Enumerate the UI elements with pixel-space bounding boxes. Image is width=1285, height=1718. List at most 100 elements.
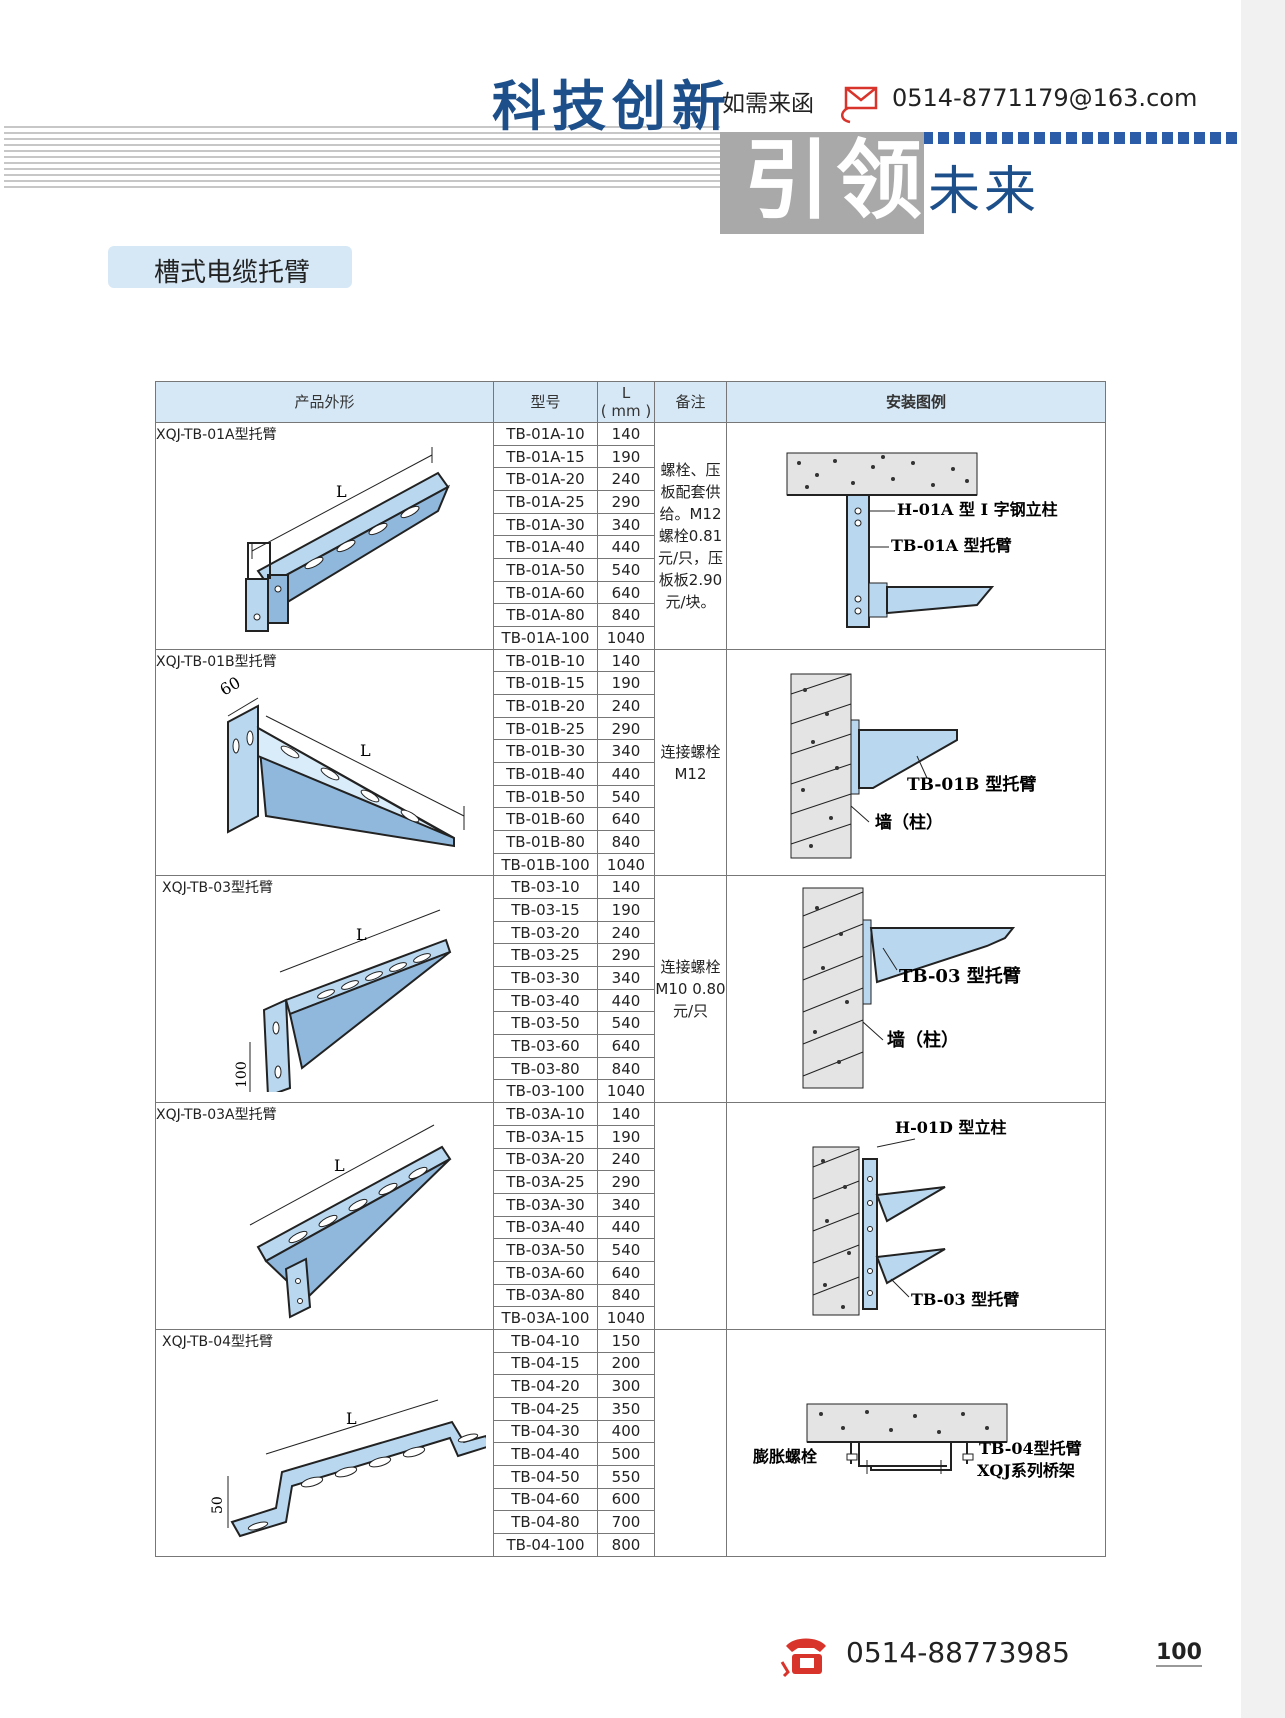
length-cell: 190 (597, 671, 655, 696)
product-name: XQJ-TB-01B型托臂 (156, 653, 277, 670)
install-label: TB-01A 型托臂 (891, 536, 1012, 555)
page-number: 100 (1156, 1640, 1202, 1667)
model-cell: TB-01B-100 (493, 852, 598, 877)
model-cell: TB-03-60 (493, 1034, 598, 1058)
length-cell: 1040 (597, 626, 655, 650)
model-cell: TB-03A-50 (493, 1238, 598, 1262)
install-label: 墙（柱） (887, 1029, 959, 1051)
install-image-cell: 膨胀螺栓 TB-04型托臂 XQJ系列桥架 (726, 1328, 1106, 1558)
length-cell: 800 (597, 1532, 655, 1558)
length-cell: 150 (597, 1328, 655, 1353)
length-cell: 640 (597, 1260, 655, 1285)
install-label: XQJ系列桥架 (977, 1461, 1075, 1480)
product-image-cell: XQJ-TB-03型托臂 L 100 (155, 875, 494, 1104)
section-title: 槽式电缆托臂 (154, 258, 311, 288)
model-cell: TB-03-80 (493, 1056, 598, 1081)
model-cell: TB-03A-10 (493, 1102, 598, 1126)
table-header-row: 产品外形 型号 L ( mm ) 备注 安装图例 (155, 381, 1106, 423)
model-cell: TB-03A-25 (493, 1170, 598, 1194)
dim-label: 50 (210, 1496, 226, 1514)
install-label: TB-01B 型托臂 (907, 774, 1036, 795)
length-cell: 840 (597, 830, 655, 854)
install-label: TB-04型托臂 (979, 1439, 1082, 1458)
length-cell: 540 (597, 1011, 655, 1036)
length-cell: 240 (597, 920, 655, 945)
model-cell: TB-01A-60 (493, 580, 598, 605)
length-cell: 340 (597, 739, 655, 764)
remark-cell (654, 1102, 727, 1330)
remark-cell: 螺栓、压板配套供给。M12螺栓0.81元/只，压板板2.90元/块。 (654, 422, 727, 650)
model-cell: TB-01A-40 (493, 535, 598, 560)
model-cell: TB-01A-100 (493, 626, 598, 650)
model-cell: TB-03A-40 (493, 1215, 598, 1240)
length-cell: 140 (597, 1102, 655, 1126)
install-03-drawing: TB-03 型托臂 墙（柱） (802, 887, 1021, 1089)
install-label: H-01D 型立柱 (895, 1118, 1006, 1137)
model-cell: TB-04-50 (493, 1464, 598, 1489)
model-cell: TB-03-25 (493, 943, 598, 968)
install-01b-drawing: TB-01B 型托臂 墙（柱） (790, 673, 1036, 859)
header-dots (922, 132, 1240, 144)
length-cell: 290 (597, 716, 655, 741)
telephone-icon (780, 1638, 826, 1678)
model-cell: TB-01B-60 (493, 807, 598, 832)
install-label: TB-03 型托臂 (899, 965, 1021, 987)
length-cell: 300 (597, 1374, 655, 1398)
length-cell: 190 (597, 444, 655, 469)
product-image-cell: XQJ-TB-04型托臂 L 50 (155, 1328, 494, 1558)
length-cell: 190 (597, 898, 655, 922)
dim-label: L (360, 741, 371, 760)
dim-label: L (346, 1409, 357, 1428)
header-product: 产品外形 (155, 381, 494, 423)
length-cell: 700 (597, 1510, 655, 1534)
model-cell: TB-01A-10 (493, 422, 598, 446)
contact-email[interactable]: 0514-8771179@163.com (892, 84, 1198, 112)
model-cell: TB-03A-20 (493, 1147, 598, 1172)
install-label: 膨胀螺栓 (753, 1447, 818, 1466)
future-text: 未来 (928, 162, 1041, 222)
length-cell: 400 (597, 1419, 655, 1444)
length-cell: 600 (597, 1487, 655, 1512)
dim-label: L (356, 925, 367, 944)
install-image-cell: TB-03 型托臂 墙（柱） (726, 875, 1106, 1104)
remark-cell: 连接螺栓M10 0.80元/只 (654, 875, 727, 1104)
model-cell: TB-03-15 (493, 898, 598, 922)
model-cell: TB-01A-50 (493, 558, 598, 582)
model-cell: TB-01A-15 (493, 444, 598, 469)
bracket-03-drawing: L 100 (234, 909, 452, 1093)
install-03a-drawing: H-01D 型立柱 TB-03 型托臂 (812, 1118, 1019, 1316)
length-cell: 190 (597, 1124, 655, 1149)
lead-text: 引领 (744, 131, 928, 231)
model-cell: TB-01A-30 (493, 512, 598, 537)
model-cell: TB-03-40 (493, 988, 598, 1013)
length-cell: 1040 (597, 1306, 655, 1330)
install-label: H-01A 型 I 字钢立柱 (897, 500, 1058, 519)
dim-label: L (334, 1156, 345, 1175)
model-cell: TB-04-80 (493, 1510, 598, 1534)
model-cell: TB-01B-10 (493, 648, 598, 673)
model-cell: TB-01A-20 (493, 467, 598, 492)
slogan: 科技创新 (492, 75, 732, 138)
length-cell: 440 (597, 988, 655, 1013)
